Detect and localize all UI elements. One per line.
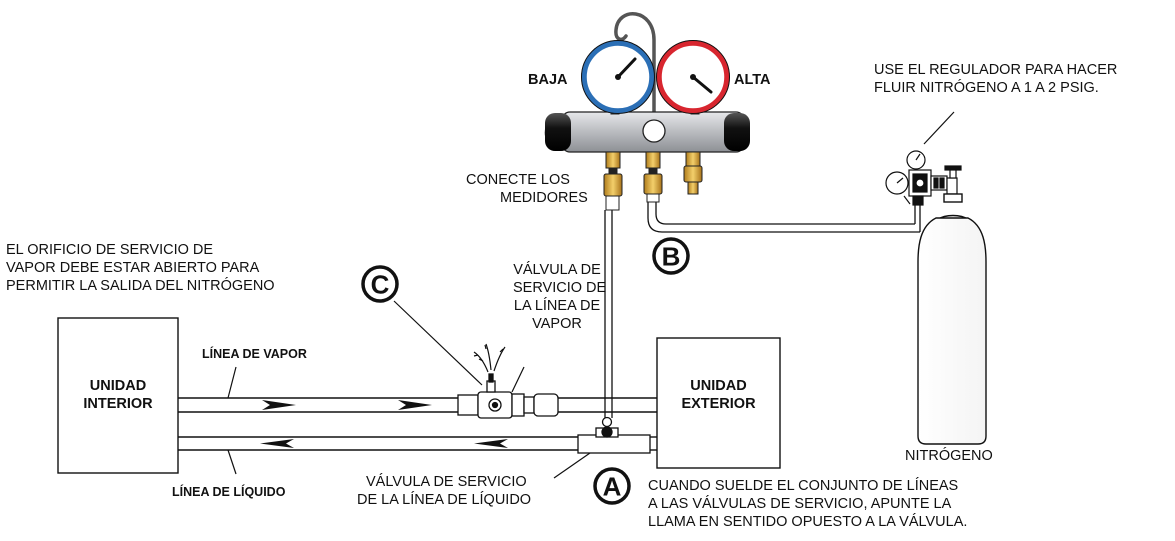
outdoor-unit-box xyxy=(656,337,781,469)
regulator-note-line1: USE EL REGULADOR PARA HACER xyxy=(874,62,1118,78)
vapor-port-note-line2: VAPOR DEBE ESTAR ABIERTO PARA xyxy=(6,260,260,276)
liquid-line-pipe xyxy=(178,436,657,451)
connect-gauges-line1: CONECTE LOS xyxy=(466,172,570,188)
flow-arrow-icon xyxy=(398,400,432,410)
nitrogen-cylinder xyxy=(917,193,987,445)
vapor-valve-label-line3: LA LÍNEA DE xyxy=(513,298,601,314)
outdoor-unit-label-line1: UNIDAD xyxy=(690,378,747,394)
high-gauge-label: ALTA xyxy=(734,72,771,88)
nitrogen-label: NITRÓGENO xyxy=(905,448,993,464)
vapor-port-note-line1: EL ORIFICIO DE SERVICIO DE xyxy=(6,242,214,258)
flow-arrow-icon xyxy=(262,400,296,410)
marker-a-letter: A xyxy=(603,472,622,502)
indoor-unit-label-line2: INTERIOR xyxy=(83,396,153,412)
liquid-valve-label-line1: VÁLVULA DE SERVICIO xyxy=(366,474,527,490)
liquid-service-valve xyxy=(577,416,651,454)
braze-note-line2: A LAS VÁLVULAS DE SERVICIO, APUNTE LA xyxy=(648,496,952,512)
marker-c-letter: C xyxy=(371,270,390,300)
vapor-line-pipe xyxy=(178,397,657,413)
vapor-valve-label-line1: VÁLVULA DE xyxy=(513,262,601,278)
vapor-port-note-line3: PERMITIR LA SALIDA DEL NITRÓGENO xyxy=(6,278,275,294)
flow-arrow-icon xyxy=(260,439,294,448)
braze-note-line3: LLAMA EN SENTIDO OPUESTO A LA VÁLVULA. xyxy=(648,514,968,530)
vapor-valve-label-line4: VAPOR xyxy=(532,316,582,332)
gauge-hose-to-liquid-valve xyxy=(604,210,613,418)
low-gauge-label: BAJA xyxy=(528,72,568,88)
liquid-line-label: LÍNEA DE LÍQUIDO xyxy=(172,485,286,499)
marker-b: B xyxy=(652,237,690,275)
hose-to-nitrogen-regulator xyxy=(647,198,921,233)
marker-b-letter: B xyxy=(662,242,681,272)
braze-note-line1: CUANDO SUELDE EL CONJUNTO DE LÍNEAS xyxy=(648,478,959,494)
marker-c: C xyxy=(361,265,399,303)
nitrogen-spray-icon xyxy=(473,343,506,373)
outdoor-unit-label-line2: EXTERIOR xyxy=(681,396,756,412)
marker-a: A xyxy=(593,467,631,505)
manifold-gauge-set xyxy=(544,12,750,211)
regulator-note-line2: FLUIR NITRÓGENO A 1 A 2 PSIG. xyxy=(874,80,1099,96)
leader-lines xyxy=(227,111,955,479)
nitrogen-regulator xyxy=(885,150,962,206)
indoor-unit-label-line1: UNIDAD xyxy=(89,378,147,394)
flow-arrow-icon xyxy=(474,439,508,448)
vapor-valve-label-line2: SERVICIO DE xyxy=(513,280,607,296)
connect-gauges-line2: MEDIDORES xyxy=(500,190,588,206)
vapor-service-valve xyxy=(457,373,559,419)
liquid-valve-label-line2: DE LA LÍNEA DE LÍQUIDO xyxy=(357,492,532,508)
vapor-line-label: LÍNEA DE VAPOR xyxy=(202,347,307,361)
indoor-unit-box xyxy=(57,317,179,474)
